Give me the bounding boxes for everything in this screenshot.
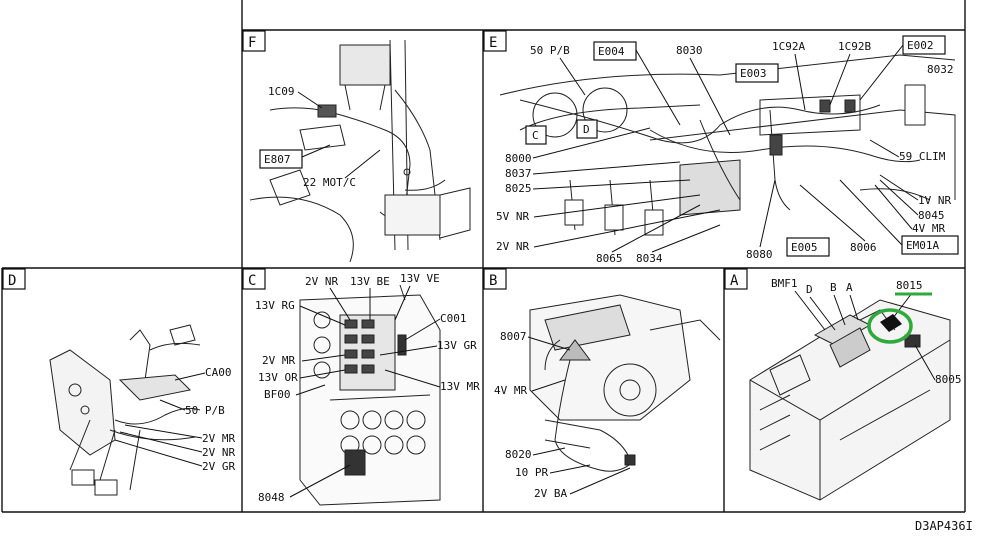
label-4v-mr-b: 4V MR [494,384,527,397]
label-8006: 8006 [850,241,877,254]
label-bmf1: BMF1 [771,277,798,290]
label-8025: 8025 [505,182,532,195]
panel-letter-a: A [724,268,748,290]
label-1v-nr: 1V NR [918,194,951,207]
panel-d-drawing [49,324,201,496]
svg-text:E: E [489,35,497,51]
panel-c-labels: 2V NR 13V BE 13V VE 13V RG C001 13V GR 2… [255,272,480,504]
panel-a-drawing [749,299,951,501]
label-d-a: D [806,283,813,296]
svg-text:E807: E807 [264,153,291,166]
panel-letter-f: F [242,30,266,52]
svg-text:A: A [730,273,739,289]
label-8032: 8032 [927,63,954,76]
box-e003: E003 [735,63,779,83]
panel-letter-b: B [483,268,507,290]
label-2v-mr-c: 2V MR [262,354,295,367]
panel-b-drawing [529,294,721,472]
label-1c92b: 1C92B [838,40,871,53]
panel-letter-d: D [2,268,26,290]
fuse-8015 [880,314,902,332]
svg-text:E002: E002 [907,39,934,52]
label-1c09: 1C09 [268,85,295,98]
box-e004: E004 [593,41,637,61]
label-8000: 8000 [505,152,532,165]
panel-f-drawing [249,39,471,263]
svg-text:B: B [489,273,497,289]
label-22-mot-c: 22 MOT/C [303,176,356,189]
label-2v-ba: 2V BA [534,487,567,500]
highlight-annotation [867,292,932,344]
label-13v-gr: 13V GR [437,339,477,352]
label-13v-ve: 13V VE [400,272,440,285]
svg-text:D: D [8,273,16,289]
panel-letter-e: E [483,30,507,52]
label-13v-be: 13V BE [350,275,390,288]
label-c001: C001 [440,312,467,325]
label-8020: 8020 [505,448,532,461]
box-d: D [576,119,598,139]
box-em01a: EM01A [901,235,959,255]
label-2v-nr-d: 2V NR [202,446,235,459]
box-e807: E807 [259,149,303,169]
label-13v-rg: 13V RG [255,299,295,312]
svg-text:C: C [248,273,256,289]
label-8030: 8030 [676,44,703,57]
label-5v-nr: 5V NR [496,210,529,223]
label-2v-gr-d: 2V GR [202,460,235,473]
label-50-p-b-d: 50 P/B [185,404,225,417]
label-bf00: BF00 [264,388,291,401]
label-8007: 8007 [500,330,527,343]
label-13v-or: 13V OR [258,371,298,384]
label-4v-mr: 4V MR [912,222,945,235]
svg-text:E003: E003 [740,67,767,80]
panel-c-drawing [299,284,441,506]
panel-letter-c: C [242,268,266,290]
svg-text:E005: E005 [791,241,818,254]
box-e005: E005 [786,237,830,257]
box-c: C [525,125,547,145]
label-8005: 8005 [935,373,962,386]
panel-d-labels: CA00 50 P/B 2V MR 2V NR 2V GR [114,366,235,473]
highlight-circle [867,308,913,344]
label-8045: 8045 [918,209,945,222]
label-8015: 8015 [896,279,923,292]
label-59-clim: 59 CLIM [899,150,946,163]
label-2v-nr-c: 2V NR [305,275,338,288]
label-50-p-b: 50 P/B [530,44,570,57]
panel-frame [1,0,966,513]
label-2v-nr: 2V NR [496,240,529,253]
svg-text:D: D [583,123,590,136]
label-8048: 8048 [258,491,285,504]
svg-text:EM01A: EM01A [906,239,939,252]
panel-a-labels: BMF1 D B A 8015 8005 [771,277,962,386]
figure-reference-code: D3AP436I [915,519,973,533]
panel-e-drawing [499,54,956,236]
label-ca00: CA00 [205,366,232,379]
panel-b-labels: 8007 4V MR 8020 10 PR 2V BA [494,330,631,500]
label-8037: 8037 [505,167,532,180]
svg-text:E004: E004 [598,45,625,58]
label-a-a: A [846,281,853,294]
svg-text:C: C [532,129,539,142]
panel-e-labels: 50 P/B E004 8030 E003 1C92A 1C92B E002 8… [496,35,959,265]
label-b-a: B [830,281,837,294]
label-10-pr: 10 PR [515,466,548,479]
label-2v-mr-d: 2V MR [202,432,235,445]
label-8034: 8034 [636,252,663,265]
label-1c92a: 1C92A [772,40,805,53]
label-13v-mr: 13V MR [440,380,480,393]
svg-text:F: F [248,35,256,51]
box-e002: E002 [902,35,946,55]
label-8080: 8080 [746,248,773,261]
label-8065: 8065 [596,252,623,265]
panel-f-labels: 1C09 22 MOT/C E807 [259,85,381,189]
